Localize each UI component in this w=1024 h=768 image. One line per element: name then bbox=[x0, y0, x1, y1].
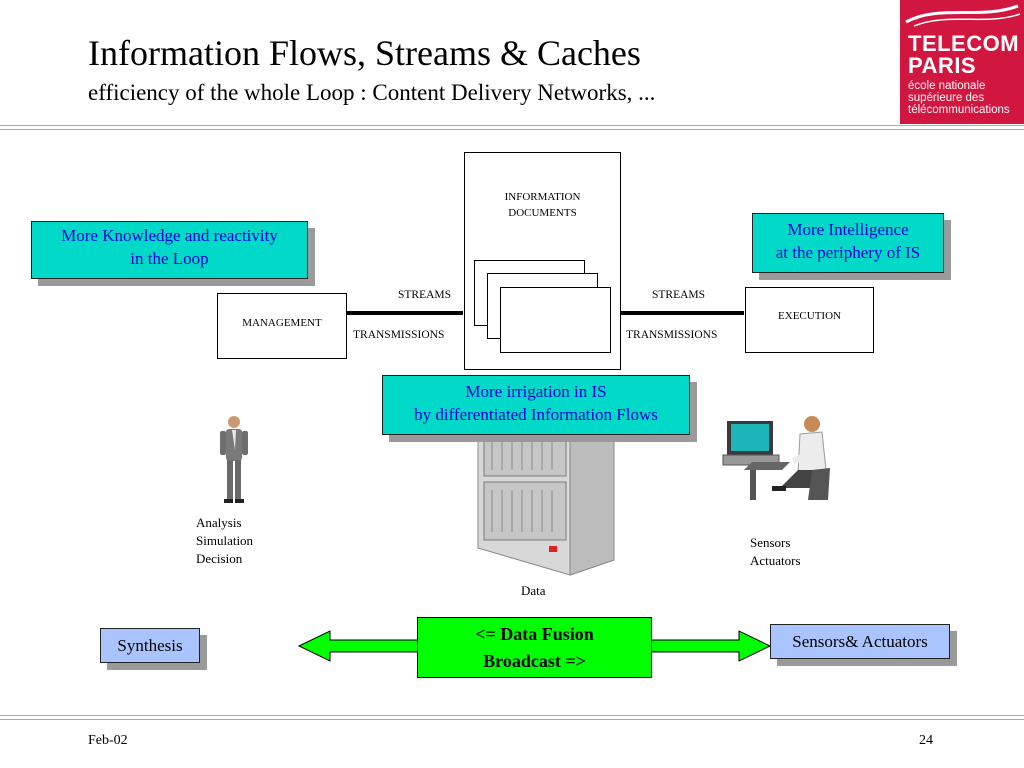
server-icon bbox=[477, 409, 615, 576]
information-documents-label: INFORMATION DOCUMENTS bbox=[504, 191, 581, 219]
streams-label-right: STREAMS bbox=[652, 289, 706, 301]
callout-irrigation: More irrigation in IS by differentiated … bbox=[382, 375, 690, 435]
logo-line1: TELECOM bbox=[908, 31, 1020, 56]
fusion-label: <= Data Fusion Broadcast => bbox=[475, 624, 594, 671]
logo-subtitle: école nationale supérieure des télécommu… bbox=[908, 80, 1010, 116]
businessman-icon bbox=[220, 416, 248, 503]
computer-worker-icon bbox=[722, 416, 830, 500]
management-box: MANAGEMENT bbox=[217, 293, 347, 359]
logo-line2: PARIS bbox=[908, 53, 977, 78]
footer-page-number: 24 bbox=[919, 733, 933, 748]
slide-subtitle: efficiency of the whole Loop : Content D… bbox=[88, 80, 656, 105]
execution-box: EXECUTION bbox=[745, 287, 874, 353]
data-label: Data bbox=[521, 583, 546, 598]
streams-label-left: STREAMS bbox=[398, 289, 452, 301]
bottom-rule bbox=[0, 715, 1024, 716]
analysis-label: Analysis Simulation Decision bbox=[196, 515, 254, 566]
bottom-rule-2 bbox=[0, 719, 1024, 720]
logo-swoosh-icon bbox=[905, 4, 1021, 27]
sensors-label: Sensors Actuators bbox=[750, 535, 801, 568]
top-rule bbox=[0, 125, 1024, 126]
slide-title: Information Flows, Streams & Caches bbox=[88, 33, 641, 73]
transmissions-label-right: TRANSMISSIONS bbox=[626, 329, 718, 341]
fusion-box: <= Data Fusion Broadcast => bbox=[417, 617, 652, 678]
footer-date: Feb-02 bbox=[88, 733, 128, 748]
telecom-paris-logo: TELECOM PARIS école nationale supérieure… bbox=[900, 0, 1024, 124]
transmissions-label-left: TRANSMISSIONS bbox=[353, 329, 445, 341]
callout-intelligence: More Intelligence at the periphery of IS bbox=[752, 213, 944, 273]
synthesis-box: Synthesis bbox=[100, 628, 200, 663]
document-sheet-3 bbox=[500, 287, 611, 353]
callout-knowledge: More Knowledge and reactivity in the Loo… bbox=[31, 221, 308, 279]
sensors-actuators-box: Sensors& Actuators bbox=[770, 624, 950, 659]
top-rule-2 bbox=[0, 129, 1024, 130]
